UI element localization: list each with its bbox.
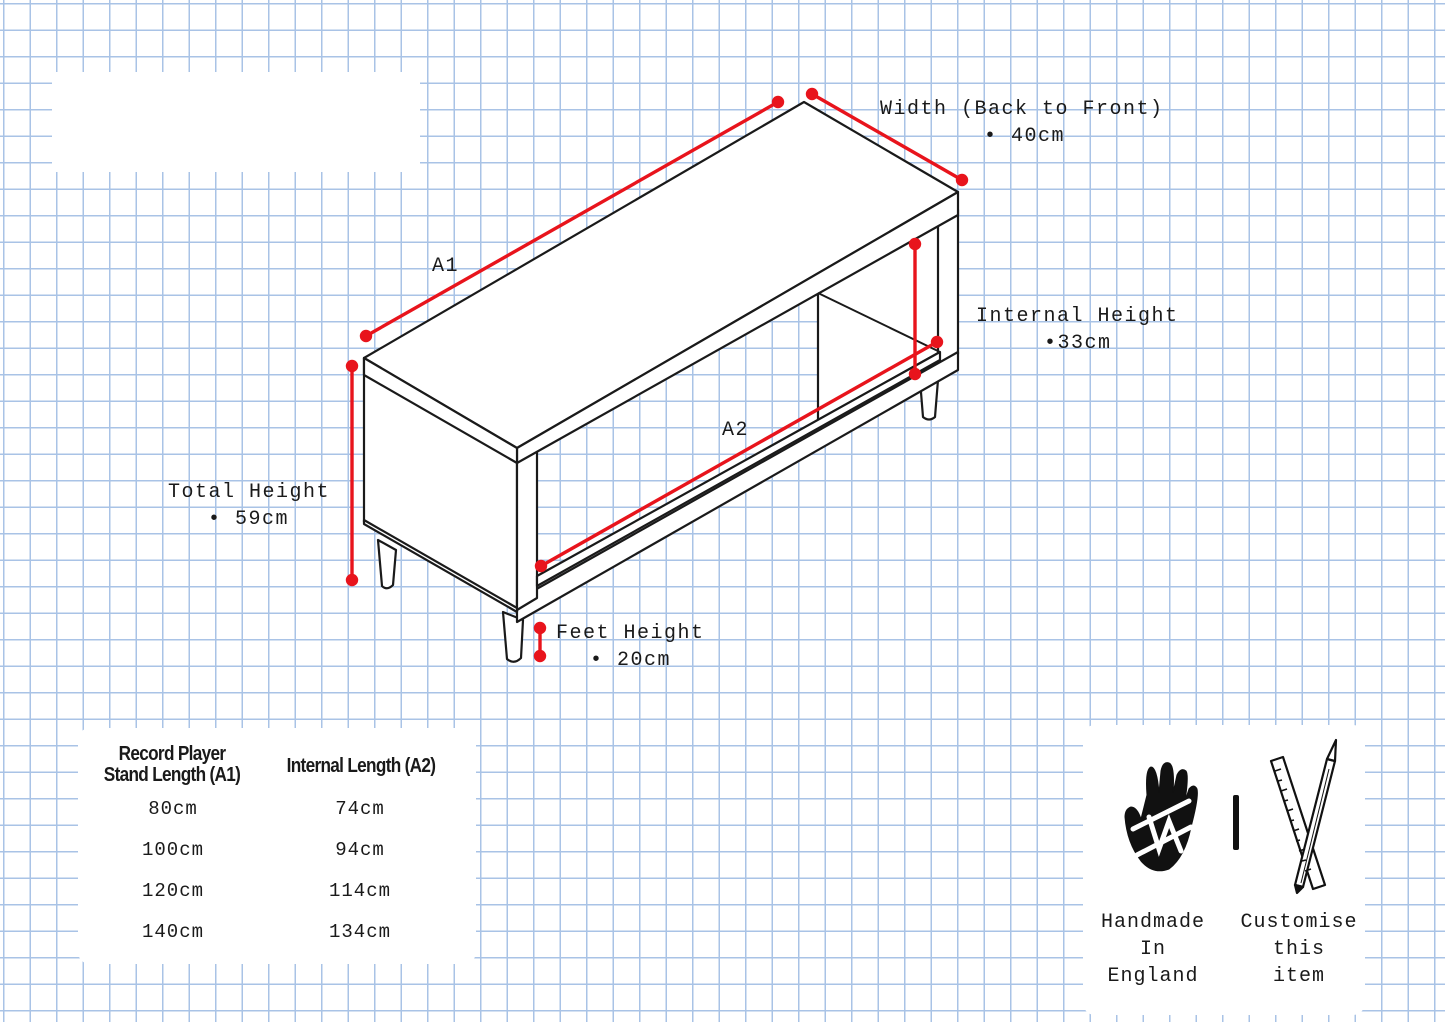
bottom-left-lip [362,518,519,614]
total-dot-top [345,359,359,373]
feet-height-title: Feet Height [556,622,705,645]
row2-a1: 100cm [141,839,204,861]
bottom-shelf-edge [515,350,960,624]
row3-a2: 114cm [328,880,391,902]
a2-dot-start [534,559,548,573]
interior-edge [817,292,941,353]
badges-panel: Handmade In England Customise this item [1083,725,1365,1015]
a2-dot-end [930,335,944,349]
feet-dot-bottom [533,649,547,663]
handmade-line1: Handmade [1100,911,1205,934]
interior-floor [535,350,942,588]
width-dot-start [805,87,819,101]
internal-height-value: •33cm [1044,332,1112,355]
left-foot [376,538,398,590]
handmade-line3: England [1107,965,1199,988]
row1-a1: 80cm [148,798,198,820]
internal-dot-top [908,237,922,251]
a2-label: A2 [722,419,750,442]
a1-dimension-line [365,100,779,338]
row1-a2: 74cm [335,798,385,820]
width-value: • 40cm [984,125,1066,148]
width-dimension-line [811,92,963,182]
feet-height-value: • 20cm [590,649,672,672]
col2-header: Internal Length (A2) [286,755,436,777]
a1-dot-start [359,329,373,343]
total-height-value: • 59cm [208,508,290,531]
customise-badge-text: Customise this item [1229,909,1369,990]
width-dot-end [955,173,969,187]
blank-panel [52,72,420,172]
front-left-foot [501,610,525,663]
width-title: Width (Back to Front) [880,98,1164,121]
row4-a1: 140cm [141,921,204,943]
row3-a1: 120cm [141,880,204,902]
size-table: Record Player Stand Length (A1) Internal… [78,728,476,964]
total-height-title: Total Height [168,481,331,504]
feet-dot-top [533,621,547,635]
handmade-badge-text: Handmade In England [1083,909,1223,990]
badge-divider [1233,795,1239,850]
internal-height-title: Internal Height [976,305,1179,328]
hand-icon [1124,762,1198,872]
total-dot-bottom [345,573,359,587]
a1-dot-end [771,95,785,109]
col1-header-line2: Stand Length (A1) [103,764,241,786]
customise-line1: Customise [1240,911,1358,934]
internal-dot-bottom [908,367,922,381]
top-left-edge [362,356,519,465]
row2-a2: 94cm [335,839,385,861]
row4-a2: 134cm [328,921,391,943]
customise-line3: item [1272,965,1325,988]
col1-header-line1: Record Player [118,743,226,765]
pencil-ruler-icon [1269,738,1338,895]
col1-header: Record Player Stand Length (A1) [98,744,246,786]
customise-line2: this [1272,938,1325,961]
handmade-line2: In [1139,938,1166,961]
a1-label: A1 [432,255,460,278]
a2-dimension-line [540,340,938,568]
